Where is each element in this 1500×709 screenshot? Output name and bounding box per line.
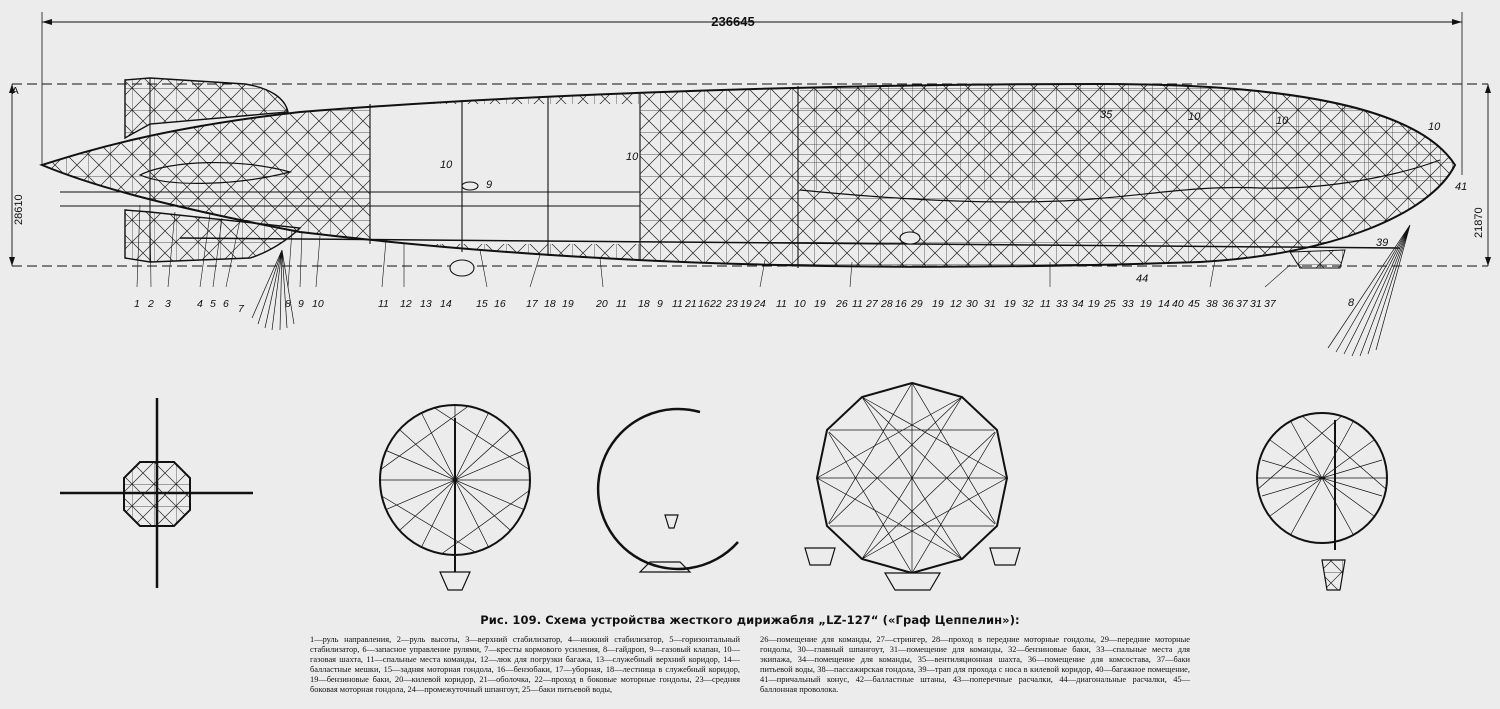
svg-text:11: 11 — [616, 298, 627, 310]
height-left-label: 28610 — [13, 194, 25, 225]
svg-text:8: 8 — [285, 298, 291, 310]
svg-text:41: 41 — [1455, 181, 1467, 193]
svg-text:19: 19 — [562, 298, 574, 310]
length-dimension: 236645 — [41, 12, 1463, 175]
svg-text:14: 14 — [1158, 298, 1170, 310]
svg-text:39: 39 — [1376, 237, 1388, 249]
svg-text:5: 5 — [210, 298, 216, 310]
marker-a: А — [12, 86, 19, 97]
figure-caption: Рис. 109. Схема устройства жесткого дири… — [480, 613, 1020, 627]
svg-text:35: 35 — [1100, 109, 1113, 121]
svg-text:19: 19 — [1088, 298, 1100, 310]
cross-section-1 — [379, 404, 531, 591]
svg-text:11: 11 — [672, 298, 683, 310]
height-dimension-right: 21870 — [1473, 84, 1491, 266]
svg-text:10: 10 — [1188, 111, 1201, 123]
svg-text:11: 11 — [776, 298, 787, 310]
svg-text:38: 38 — [1206, 298, 1218, 310]
svg-text:17: 17 — [526, 298, 539, 310]
svg-text:3: 3 — [165, 298, 171, 310]
svg-text:20: 20 — [595, 298, 608, 310]
cross-section-2 — [596, 407, 739, 573]
cross-section-4 — [1256, 412, 1388, 591]
svg-text:18: 18 — [638, 298, 650, 310]
svg-text:16: 16 — [895, 298, 907, 310]
airship-hull — [39, 82, 1457, 277]
svg-text:33: 33 — [1122, 298, 1134, 310]
svg-text:10: 10 — [1428, 121, 1441, 133]
svg-text:23: 23 — [725, 298, 738, 310]
svg-text:33: 33 — [1056, 298, 1068, 310]
svg-text:32: 32 — [1022, 298, 1034, 310]
callout-leader-lines — [136, 204, 1291, 288]
svg-text:18: 18 — [544, 298, 556, 310]
svg-text:15: 15 — [476, 298, 488, 310]
svg-text:10: 10 — [626, 151, 639, 163]
svg-text:4: 4 — [197, 298, 203, 310]
svg-text:21: 21 — [684, 298, 697, 310]
svg-text:9: 9 — [298, 298, 304, 310]
svg-text:6: 6 — [223, 298, 229, 310]
svg-text:12: 12 — [400, 298, 412, 310]
svg-text:14: 14 — [440, 298, 452, 310]
svg-text:11: 11 — [378, 298, 389, 310]
svg-text:19: 19 — [814, 298, 826, 310]
svg-text:19: 19 — [1140, 298, 1152, 310]
tail-cross-section — [60, 398, 253, 588]
svg-text:24: 24 — [753, 298, 766, 310]
svg-text:25: 25 — [1103, 298, 1116, 310]
svg-text:40: 40 — [1172, 298, 1184, 310]
guide-rope-left — [251, 249, 295, 331]
svg-text:27: 27 — [865, 298, 879, 310]
svg-text:19: 19 — [1004, 298, 1016, 310]
svg-text:30: 30 — [966, 298, 978, 310]
svg-text:11: 11 — [1040, 298, 1051, 310]
svg-text:10: 10 — [794, 298, 806, 310]
svg-text:45: 45 — [1188, 298, 1200, 310]
svg-text:31: 31 — [984, 298, 996, 310]
svg-text:10: 10 — [312, 298, 324, 310]
svg-text:7: 7 — [238, 303, 245, 315]
svg-text:16: 16 — [698, 298, 710, 310]
svg-text:19: 19 — [932, 298, 944, 310]
svg-text:19: 19 — [740, 298, 752, 310]
svg-text:11: 11 — [852, 298, 863, 310]
height-dimension-left: 28610 — [9, 84, 25, 266]
svg-text:9: 9 — [486, 179, 492, 191]
svg-text:13: 13 — [420, 298, 432, 310]
legend-left-column: 1—руль направления, 2—руль высоты, 3—вер… — [310, 635, 740, 694]
legend-right-column: 26—помещение для команды, 27—стрингер, 2… — [760, 635, 1190, 694]
guide-rope-right — [1327, 224, 1411, 357]
svg-text:10: 10 — [1276, 115, 1289, 127]
svg-text:37: 37 — [1264, 298, 1277, 310]
svg-text:9: 9 — [657, 298, 663, 310]
callout-numbers: 1 2 3 4 5 6 7 8 9 10 11 12 13 14 15 16 1… — [134, 298, 1277, 315]
length-label: 236645 — [711, 14, 754, 29]
airship-schematic-drawing: 236645 А 28610 21870 — [9, 12, 1491, 591]
svg-text:16: 16 — [494, 298, 506, 310]
height-right-label: 21870 — [1473, 207, 1485, 238]
svg-text:34: 34 — [1072, 298, 1084, 310]
hull-labels: 35 10 10 10 10 10 9 41 39 44 8 — [440, 109, 1467, 309]
svg-text:31: 31 — [1250, 298, 1262, 310]
svg-text:1: 1 — [134, 298, 140, 310]
svg-text:29: 29 — [910, 298, 923, 310]
cross-section-3 — [804, 381, 1021, 591]
svg-text:2: 2 — [147, 298, 154, 310]
svg-text:36: 36 — [1222, 298, 1234, 310]
svg-text:22: 22 — [709, 298, 722, 310]
svg-text:12: 12 — [950, 298, 962, 310]
svg-text:8: 8 — [1348, 297, 1355, 309]
svg-text:10: 10 — [440, 159, 453, 171]
svg-text:37: 37 — [1236, 298, 1249, 310]
svg-text:28: 28 — [880, 298, 893, 310]
svg-text:26: 26 — [835, 298, 848, 310]
svg-text:44: 44 — [1136, 273, 1148, 285]
